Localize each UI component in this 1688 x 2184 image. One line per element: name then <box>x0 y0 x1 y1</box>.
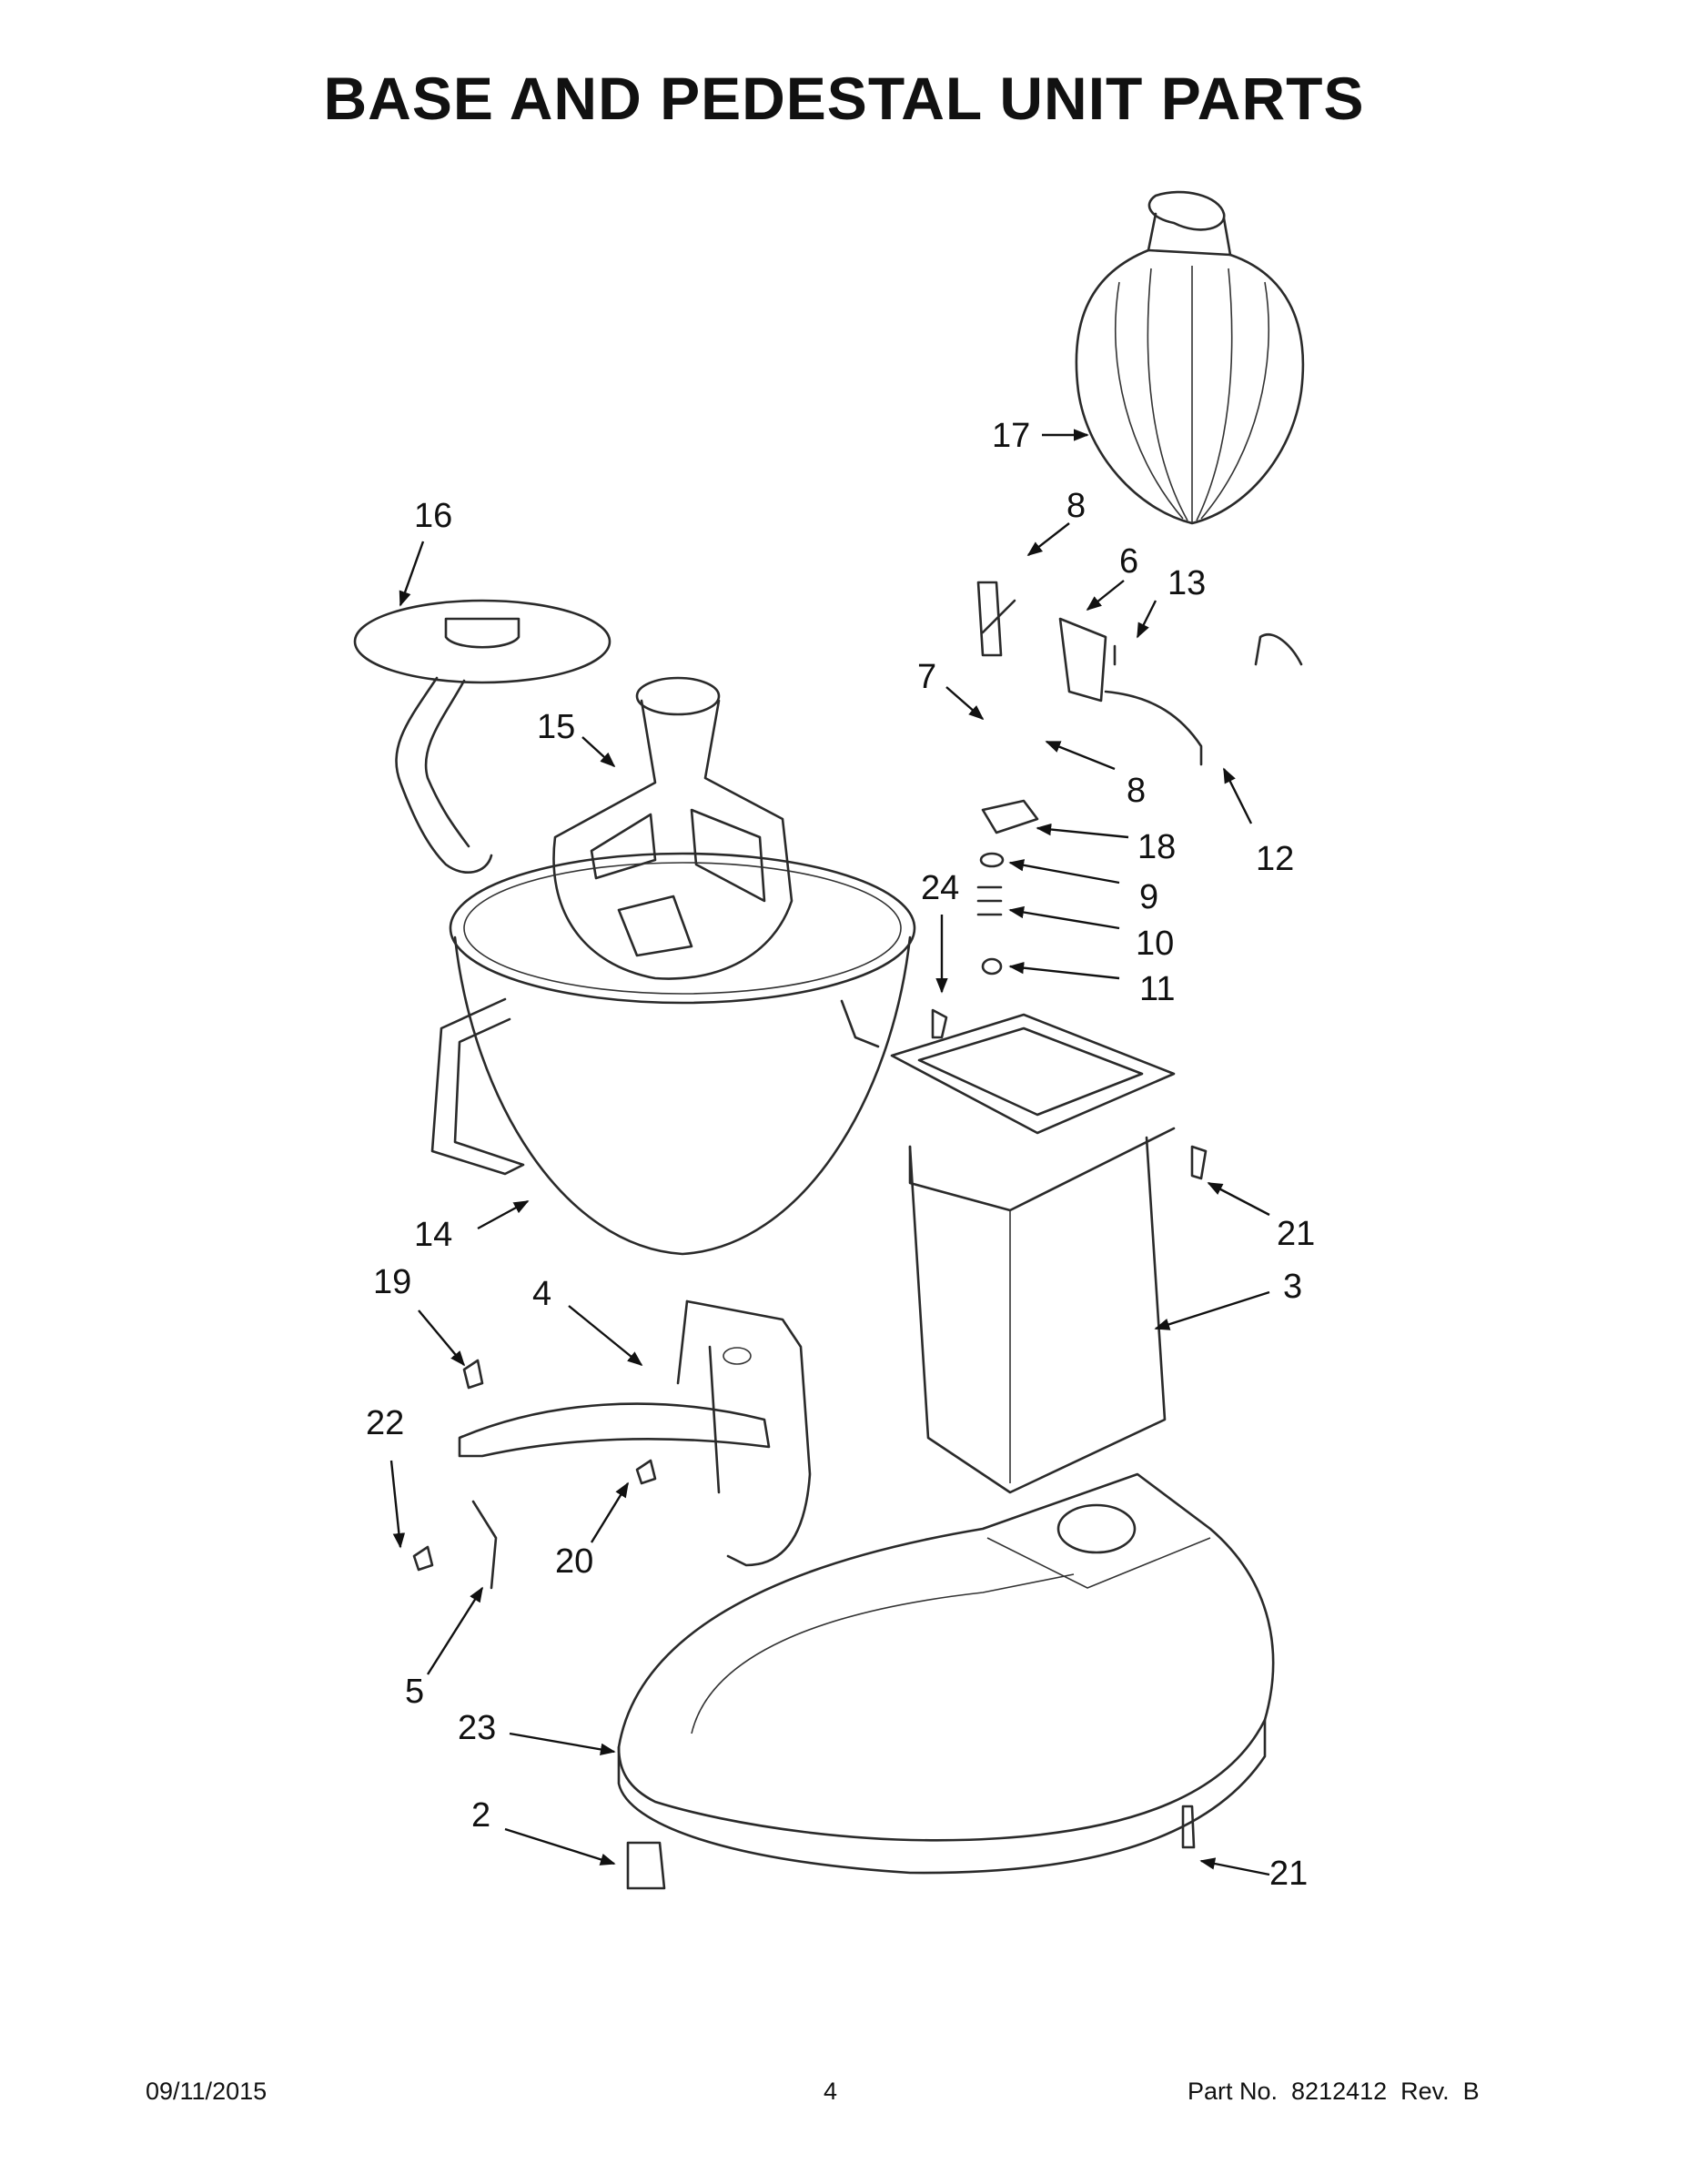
page-title: BASE AND PEDESTAL UNIT PARTS <box>323 65 1365 132</box>
callout-22: 22 <box>366 1404 405 1442</box>
footer-date: 09/11/2015 <box>146 2078 268 2105</box>
callout-15: 15 <box>537 708 576 746</box>
dough-hook-part <box>353 599 612 874</box>
callout-23: 23 <box>458 1709 497 1747</box>
callout-11: 11 <box>1139 970 1176 1008</box>
callout-21-upper: 21 <box>1277 1215 1316 1253</box>
callout-18: 18 <box>1137 828 1177 866</box>
callout-20: 20 <box>555 1542 594 1581</box>
callout-5: 5 <box>405 1673 425 1711</box>
flat-beater-part <box>552 676 793 980</box>
footer-page-number: 4 <box>824 2078 838 2105</box>
callout-9: 9 <box>1139 878 1159 916</box>
callout-17: 17 <box>992 417 1031 455</box>
pedestal-column-part <box>890 1013 1176 1494</box>
callout-21-lower: 21 <box>1269 1855 1309 1893</box>
wire-whip-part <box>1075 190 1305 525</box>
callout-6: 6 <box>1119 542 1139 581</box>
callout-14: 14 <box>414 1216 453 1254</box>
callout-10: 10 <box>1136 925 1175 963</box>
callout-16: 16 <box>414 497 453 535</box>
callout-8-top: 8 <box>1066 487 1087 525</box>
callout-13: 13 <box>1167 564 1207 602</box>
callout-7: 7 <box>917 658 937 696</box>
callout-leaders <box>389 429 1270 1876</box>
mixer-base-part <box>617 1472 1275 1875</box>
hardware-parts <box>412 581 1303 1890</box>
callout-19: 19 <box>373 1263 412 1301</box>
mixing-bowl-part <box>430 852 916 1256</box>
callout-24: 24 <box>921 869 960 907</box>
callout-8-bottom: 8 <box>1127 772 1147 810</box>
callout-2: 2 <box>471 1796 491 1835</box>
callout-3: 3 <box>1283 1268 1303 1306</box>
callout-4: 4 <box>532 1275 552 1313</box>
footer-part-number: Part No. 8212412 Rev. B <box>1188 2078 1480 2105</box>
bowl-support-part <box>458 1299 812 1567</box>
callout-12: 12 <box>1256 840 1295 878</box>
